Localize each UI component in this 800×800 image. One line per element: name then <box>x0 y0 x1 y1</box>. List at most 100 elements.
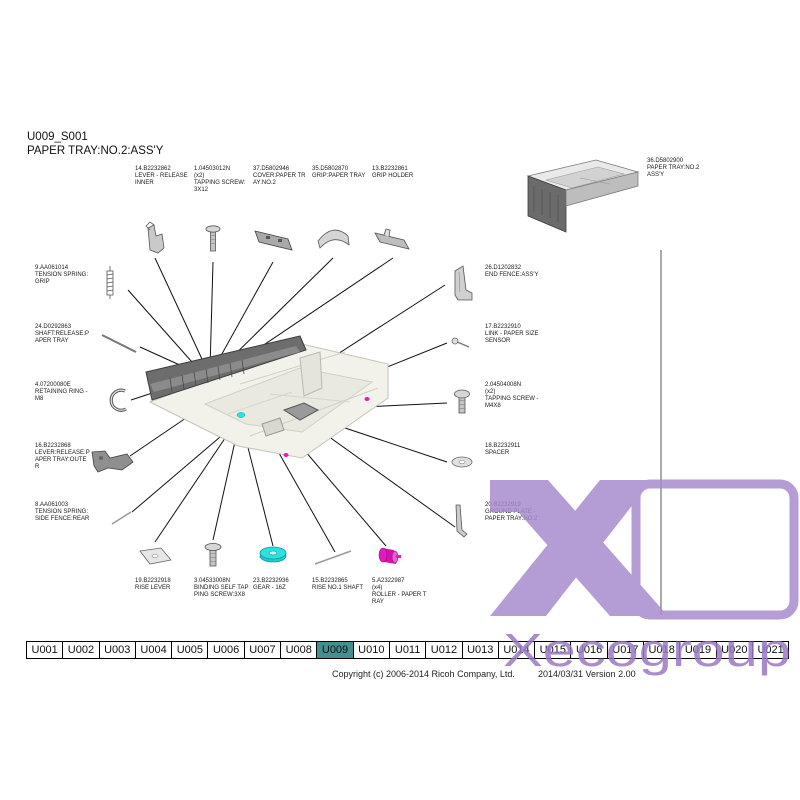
part-number: 26.D1202832 <box>485 265 522 271</box>
part-label-36: 36.D5802900 PAPER TRAY:NO.2 ASS'Y <box>647 158 699 179</box>
nav-tab-u012[interactable]: U012 <box>425 641 463 659</box>
part-desc: SENSOR <box>485 338 511 344</box>
part-desc: END FENCE:ASS'Y <box>485 272 539 278</box>
part-number: 19.B2232918 <box>135 578 171 584</box>
part-2-screw-image <box>454 389 470 414</box>
part-label-15: 15.B2232865 RISE NO.1 SHAFT <box>312 578 363 592</box>
part-number: 15.B2232865 <box>312 578 348 584</box>
nav-tab-u016[interactable]: U016 <box>570 641 608 659</box>
part-label-4: 4.07200080E RETAINING RING - M8 <box>35 382 88 403</box>
nav-tab-u002[interactable]: U002 <box>62 641 100 659</box>
copyright-text: Copyright (c) 2006-2014 Ricoh Company, L… <box>332 669 515 679</box>
nav-tab-u005[interactable]: U005 <box>171 641 209 659</box>
part-19-rise-lever-image <box>139 547 172 565</box>
part-number: 3.04533008N <box>194 578 231 584</box>
part-desc: AY:NO.2 <box>253 180 276 186</box>
part-label-1: 1.04503012N (x2) TAPPING SCREW: 3X12 <box>194 166 245 194</box>
part-desc: SIDE FENCE:REAR <box>35 516 90 522</box>
part-20-ground-plate-image <box>455 504 468 538</box>
part-number: 5.A2322987 <box>372 578 405 584</box>
nav-tab-u015[interactable]: U015 <box>534 641 572 659</box>
nav-tab-u021[interactable]: U021 <box>751 641 790 659</box>
part-desc: R <box>35 464 40 470</box>
part-number: 8.AA061003 <box>35 502 69 508</box>
part-label-23: 23.B2232936 GEAR - 16Z <box>253 578 289 592</box>
part-label-37: 37.D5802946 COVER:PAPER TR AY:NO.2 <box>253 166 305 187</box>
page-title-block: U009_S001 PAPER TRAY:NO.2:ASS'Y <box>27 130 163 158</box>
nav-tab-u010[interactable]: U010 <box>352 641 390 659</box>
part-desc: GROUND PLATE - <box>485 509 536 515</box>
part-36-tray-assembly-image <box>526 159 640 233</box>
part-label-18: 18.B2232911 SPACER <box>485 443 520 457</box>
leader-line <box>209 261 214 370</box>
part-desc: LINK - PAPER SIZE <box>485 331 539 337</box>
part-18-spacer-image <box>451 456 473 468</box>
part-desc: GRIP <box>35 279 50 285</box>
part-number: 2.04504008N <box>485 382 522 388</box>
leader-line <box>127 289 201 372</box>
part-16-lever-image <box>91 450 134 473</box>
part-desc: M4X8 <box>485 403 501 409</box>
part-26-end-fence-image <box>454 265 473 301</box>
part-label-14: 14.B2232862 LEVER - RELEASE INNER <box>135 166 188 187</box>
part-number: 35.D5802870 <box>312 166 349 172</box>
part-37-cover-image <box>254 230 293 251</box>
roller-on-tray <box>364 397 370 401</box>
part-label-26: 26.D1202832 END FENCE:ASS'Y <box>485 265 539 279</box>
version-text: 2014/03/31 Version 2.00 <box>538 669 636 679</box>
part-label-35: 35.D5802870 GRIP:PAPER TRAY <box>312 166 365 180</box>
part-13-grip-holder-image <box>374 228 410 250</box>
part-number: 16.B2232868 <box>35 443 71 449</box>
part-desc: TENSION SPRING: <box>35 272 89 278</box>
part-qty: (x2) <box>194 173 205 179</box>
part-desc: PAPER TRAY:NO.2 <box>485 516 538 522</box>
part-label-3: 3.04533008N BINDING SELF TAP PING SCREW:… <box>194 578 248 599</box>
part-number: 20.B2232919 <box>485 502 521 508</box>
footer: Copyright (c) 2006-2014 Ricoh Company, L… <box>332 669 662 680</box>
nav-tab-u001[interactable]: U001 <box>26 641 64 659</box>
part-number: 36.D5802900 <box>647 158 684 164</box>
part-24-shaft-image <box>101 334 137 353</box>
nav-tab-u004[interactable]: U004 <box>134 641 173 659</box>
nav-tab-u007[interactable]: U007 <box>243 641 282 659</box>
part-desc: APER TRAY <box>35 338 69 344</box>
part-desc: PING SCREW:3X8 <box>194 592 245 598</box>
part-desc: LEVER - RELEASE <box>135 173 188 179</box>
part-1-screw-image <box>205 225 221 252</box>
nav-tab-u003[interactable]: U003 <box>98 641 136 659</box>
nav-tab-u017[interactable]: U017 <box>606 641 645 659</box>
gear-on-tray <box>236 412 246 418</box>
nav-tab-u011[interactable]: U011 <box>388 641 427 659</box>
part-label-24: 24.D0292863 SHAFT:RELEASE:P APER TRAY <box>35 324 89 345</box>
part-desc: ROLLER - PAPER T <box>372 592 427 598</box>
part-desc: SHAFT:RELEASE:P <box>35 331 90 337</box>
nav-tab-u018[interactable]: U018 <box>643 641 681 659</box>
part-desc: 3X12 <box>194 187 209 193</box>
nav-tab-u020[interactable]: U020 <box>715 641 753 659</box>
part-desc: TENSION SPRING: <box>35 509 89 515</box>
part-desc: GEAR - 16Z <box>253 585 286 591</box>
part-number: 37.D5802946 <box>253 166 290 172</box>
part-5-roller-image <box>378 547 401 564</box>
part-17-link-image <box>451 337 470 348</box>
part-number: 4.07200080E <box>35 382 71 388</box>
nav-tab-u013[interactable]: U013 <box>461 641 499 659</box>
part-label-13: 13.B2232861 GRIP HOLDER <box>372 166 413 180</box>
part-3-screw-image <box>204 543 222 567</box>
nav-tab-u006[interactable]: U006 <box>207 641 245 659</box>
nav-tab-u008[interactable]: U008 <box>280 641 318 659</box>
part-desc: ASS'Y <box>647 172 665 178</box>
part-desc: LEVER:RELEASE:P <box>35 450 90 456</box>
part-15-rise-shaft-image <box>314 550 352 565</box>
part-14-lever-image <box>145 221 165 254</box>
nav-tab-u009[interactable]: U009 <box>316 641 354 659</box>
nav-tab-u014[interactable]: U014 <box>497 641 536 659</box>
part-label-8: 8.AA061003 TENSION SPRING: SIDE FENCE:RE… <box>35 502 89 523</box>
part-desc: RETAINING RING - <box>35 389 88 395</box>
page-title: PAPER TRAY:NO.2:ASS'Y <box>27 145 164 157</box>
nav-tab-u019[interactable]: U019 <box>679 641 717 659</box>
leader-line <box>154 257 209 373</box>
part-8-spring-image <box>111 511 132 525</box>
part-9-spring-image <box>106 266 114 299</box>
